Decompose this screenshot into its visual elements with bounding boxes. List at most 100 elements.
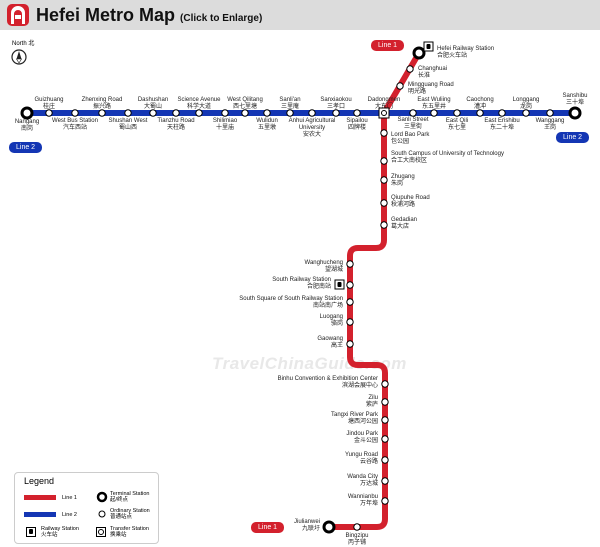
station-marker[interactable]	[381, 477, 389, 485]
station-marker[interactable]	[332, 109, 340, 117]
line1-badge[interactable]: Line 1	[371, 40, 405, 51]
station-marker[interactable]	[221, 109, 229, 117]
transfer-station-marker[interactable]	[378, 107, 390, 119]
station-marker[interactable]	[71, 109, 79, 117]
station-marker[interactable]	[124, 109, 132, 117]
station-marker[interactable]	[98, 109, 106, 117]
station-marker[interactable]	[381, 435, 389, 443]
station-marker[interactable]	[381, 456, 389, 464]
station-marker[interactable]	[286, 109, 294, 117]
station-marker[interactable]	[149, 109, 157, 117]
terminal-station-marker[interactable]	[412, 46, 426, 60]
station-marker[interactable]	[346, 281, 354, 289]
station-marker[interactable]	[380, 199, 388, 207]
station-marker[interactable]	[498, 109, 506, 117]
station-marker[interactable]	[430, 109, 438, 117]
enlarge-link[interactable]: (Click to Enlarge)	[180, 13, 263, 24]
station-marker[interactable]	[380, 129, 388, 137]
station-marker[interactable]	[346, 298, 354, 306]
station-marker[interactable]	[380, 176, 388, 184]
station-marker[interactable]	[172, 109, 180, 117]
station-marker[interactable]	[380, 157, 388, 165]
station-marker[interactable]	[546, 109, 554, 117]
station-marker[interactable]	[381, 398, 389, 406]
terminal-station-marker[interactable]	[322, 520, 336, 534]
line2-badge[interactable]: Line 2	[9, 142, 43, 153]
station-marker[interactable]	[346, 340, 354, 348]
station-name-en: West Bus Station	[52, 118, 98, 124]
station-marker[interactable]	[381, 380, 389, 388]
station-marker[interactable]	[353, 109, 361, 117]
station-marker[interactable]	[45, 109, 53, 117]
station-marker[interactable]	[195, 109, 203, 117]
station-marker[interactable]	[409, 109, 417, 117]
watermark: TravelChinaGuide.com	[212, 354, 407, 373]
station-marker[interactable]	[406, 65, 414, 73]
station-marker[interactable]	[396, 82, 404, 90]
station-marker[interactable]	[263, 109, 271, 117]
station-marker[interactable]	[353, 523, 361, 531]
station-marker[interactable]	[241, 109, 249, 117]
station-marker[interactable]	[522, 109, 530, 117]
station-label[interactable]: South Campus of University of Technology…	[391, 151, 504, 165]
station-marker[interactable]	[380, 221, 388, 229]
terminal-station-marker[interactable]	[568, 106, 582, 120]
station-marker[interactable]	[453, 109, 461, 117]
station-marker[interactable]	[346, 318, 354, 326]
terminal-station-marker[interactable]	[20, 106, 34, 120]
station-marker[interactable]	[308, 109, 316, 117]
page-title[interactable]: Hefei Metro Map (Click to Enlarge)	[36, 5, 262, 26]
line1-badge[interactable]: Line 1	[251, 522, 285, 533]
station-marker[interactable]	[476, 109, 484, 117]
station-marker[interactable]	[381, 416, 389, 424]
station-marker[interactable]	[346, 260, 354, 268]
station-marker[interactable]	[381, 497, 389, 505]
line2-badge[interactable]: Line 2	[556, 132, 590, 143]
